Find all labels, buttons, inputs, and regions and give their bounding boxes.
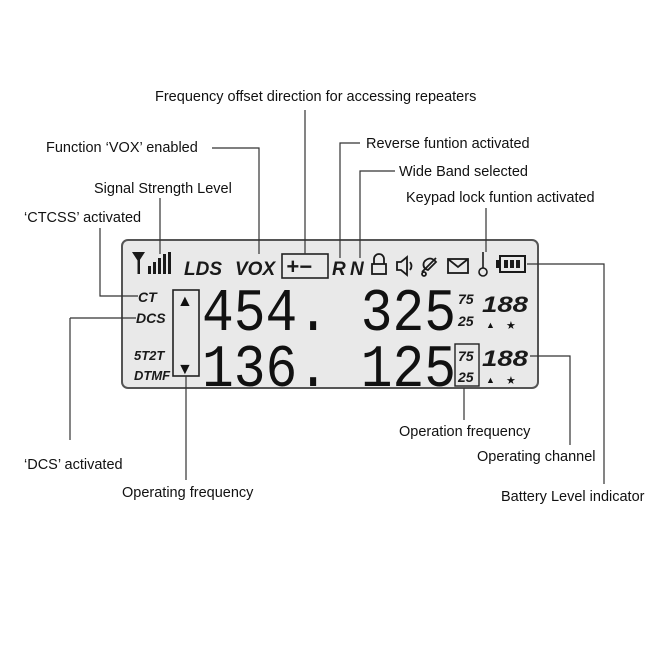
lcd-dtmf: DTMF [134,368,171,383]
lcd-dcs: DCS [136,310,166,326]
callout-ctcss: ‘CTCSS’ activated [24,210,141,226]
arrow-up-icon: ▲ [177,293,193,310]
lower-small-up-icon: ▲ [486,375,495,385]
channel-upper: 188 [482,292,529,317]
frequency-upper: 454. 325 [202,281,456,349]
bell-icon [421,257,438,277]
lower-step-box [454,343,480,387]
callout-operating-channel: Operating channel [477,449,596,465]
lcd-panel [121,239,539,389]
callout-battery: Battery Level indicator [501,489,645,505]
callout-keypad-lock: Keypad lock funtion activated [406,190,595,206]
lcd-tone: 5T2T [134,348,165,363]
arrow-down-icon: ▼ [177,361,193,378]
envelope-icon [447,258,469,274]
lcd-ct: CT [138,289,158,305]
battery-icon [496,255,526,273]
lower-star-icon: ★ [506,375,516,387]
lcd-lds: LDS [184,259,222,280]
callout-reverse: Reverse funtion activated [366,136,530,152]
signal-bars-icon [148,252,171,274]
callout-wide-band: Wide Band selected [399,164,528,180]
upper-small-up-icon: ▲ [486,320,495,330]
lcd-vox: VOX [235,259,276,280]
callout-dcs: ‘DCS’ activated [24,457,123,473]
callout-freq-offset: Frequency offset direction for accessing… [155,89,476,105]
channel-lower: 188 [482,346,529,371]
callout-signal: Signal Strength Level [94,181,232,197]
lower-step-25: 25 [457,369,474,385]
callout-operating-frequency: Operating frequency [122,485,254,501]
callout-vox: Function ‘VOX’ enabled [46,140,198,156]
speaker-icon [396,255,413,277]
lower-step-75: 75 [458,348,474,364]
upper-step-75: 75 [458,291,474,307]
upper-step-25: 25 [457,313,474,329]
frequency-lower: 136. 125 [202,337,456,405]
lock-icon [371,253,387,275]
lcd-plus-minus: +− [286,254,312,279]
upper-star-icon: ★ [506,320,516,332]
lcd-n: N [350,259,365,280]
antenna-icon [132,252,145,274]
leader-lines [69,110,605,484]
callout-operation-frequency: Operation frequency [399,424,531,440]
thermometer-icon [478,252,488,277]
lcd-r: R [332,259,346,280]
